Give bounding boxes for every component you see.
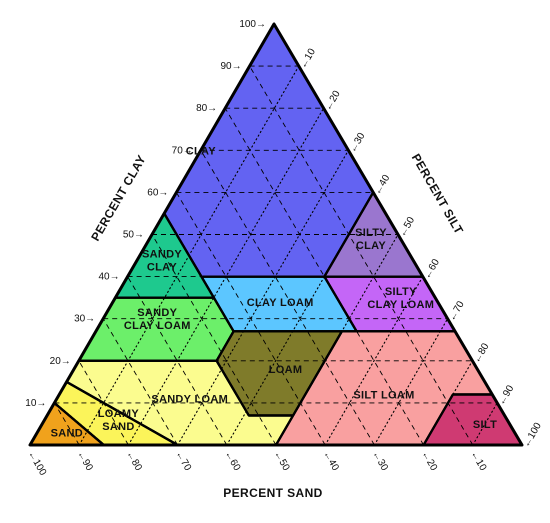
sand-tick-label: ←30 [370,449,390,473]
silt-loam-label: SILT LOAM [353,390,414,402]
silt-tick-label: ←10 [298,46,318,70]
sand-tick-label: ←60 [222,449,242,473]
sand-tick-label: ←40 [321,449,341,473]
clay-tick-label: 20→ [50,356,71,367]
silt-tick-label: ←30 [347,131,367,155]
clay-loam-label: CLAY LOAM [247,297,314,309]
silt-gridline [324,276,424,446]
silt-tick-label: ←20 [323,89,343,113]
sand-tick-label: ←80 [124,449,144,473]
silt-label: SILT [473,419,497,431]
clay-tick-label: 30→ [74,314,95,325]
sand-tick-label: ←70 [173,449,193,473]
sandy-clay-loam-label: CLAY LOAM [124,320,191,332]
sand-tick-label: ←20 [419,449,439,473]
sandy-clay-label: CLAY [147,261,177,273]
sand-gridline [127,276,228,446]
sand-gridline [54,402,80,446]
sand-tick-label: ←50 [271,449,291,473]
sandy-clay-loam-label: SANDY [137,307,177,319]
clay-tick-label: 70→ [172,145,193,156]
clay-tick-label: 100→ [239,19,266,30]
sand-tick-label: ←100 [25,449,48,478]
sand-tick-label: ←10 [468,449,488,473]
silty-clay-loam-label: CLAY LOAM [367,299,434,311]
sand-gridline [102,318,178,446]
loamy-sand-label: SAND [102,421,134,433]
silty-clay-loam-label: SILTY [385,286,417,298]
region-boundaries [28,22,524,447]
sand-tick-label: ←90 [75,449,95,473]
silty-clay-label: SILTY [355,227,387,239]
silt-gridline [423,360,473,446]
sand-gridline [200,150,375,446]
sand-label: SAND [51,427,83,439]
silt-tick-label: ←90 [496,383,516,407]
clay-label: CLAY [186,145,216,157]
silt-tick-label: ←100 [521,421,544,450]
silt-tick-label: ←60 [422,257,442,281]
silt-tick-label: ←40 [372,173,392,197]
sand-gridline [249,65,474,446]
silt-gridline [472,402,498,446]
sandy-clay-label: SANDY [142,248,182,260]
sand-gridline [224,107,424,446]
clay-tick-label: 80→ [196,103,217,114]
loam-label: LOAM [269,364,303,376]
silty-clay-label: CLAY [356,240,386,252]
silt-gridline [373,318,449,446]
clay-tick-label: 40→ [98,272,119,283]
sandy-loam-label: SANDY LOAM [151,394,228,406]
percent-silt-axis-title: PERCENT SILT [409,151,467,237]
sand-gridline [151,234,277,446]
clay-tick-label: 60→ [147,187,168,198]
silt-tick-label: ←80 [471,341,491,365]
triangle-outline [28,22,524,447]
percent-sand-axis-title: PERCENT SAND [223,486,322,500]
clay-tick-label: 10→ [25,398,46,409]
silt-tick-label: ←70 [447,299,467,323]
clay-tick-label: 90→ [220,61,241,72]
silt-tick-label: ←50 [397,215,417,239]
loamy-sand-label: LOAMY [98,408,140,420]
clay-tick-label: 50→ [123,230,144,241]
